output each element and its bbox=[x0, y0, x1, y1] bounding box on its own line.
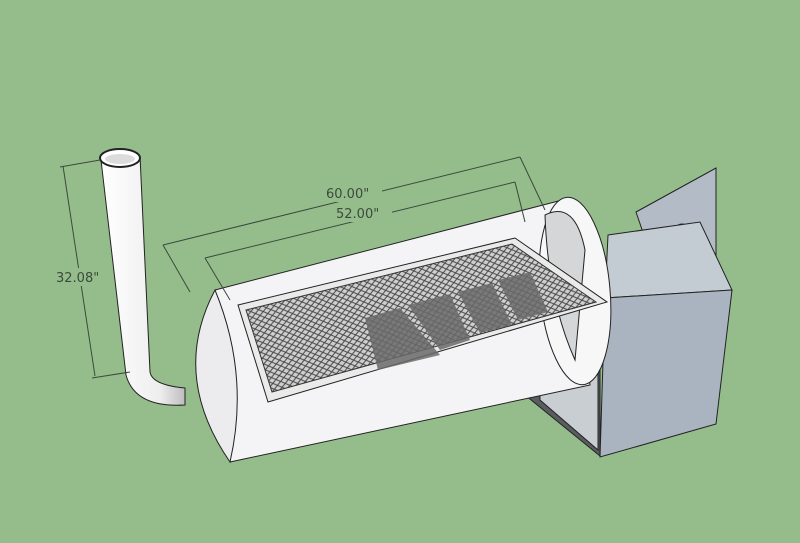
overall-length-dimension: 60.00" bbox=[326, 187, 369, 202]
cooking-grate bbox=[237, 237, 609, 403]
stack-height-dimension: 32.08" bbox=[56, 271, 99, 286]
smoke-stack bbox=[99, 148, 186, 406]
left-end-cap bbox=[195, 288, 238, 464]
grate-length-dimension: 52.00" bbox=[336, 207, 379, 222]
